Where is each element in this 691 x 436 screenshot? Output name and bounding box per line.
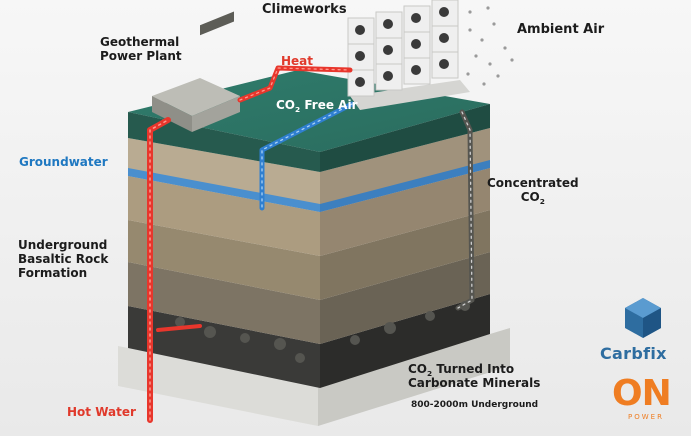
hot-water-label: Hot Water xyxy=(67,405,136,419)
fan-icon xyxy=(411,39,421,49)
mineral-zone-right xyxy=(320,294,490,388)
co2-free-air-sub: 2 xyxy=(295,104,301,114)
fan-icon xyxy=(355,51,365,61)
collector-base xyxy=(350,80,470,110)
co2-turned-post: Turned Into xyxy=(432,362,515,376)
carbonate-rubble xyxy=(175,301,470,363)
fan-icon xyxy=(411,13,421,23)
concentrated-co2-pre: CO xyxy=(520,190,540,205)
concentrated-co2-label: Concentrated CO2 xyxy=(487,176,579,206)
geothermal-label: Geothermal Power Plant xyxy=(100,35,182,63)
rock-line2: Basaltic Rock xyxy=(18,252,109,267)
plant-wall-left xyxy=(152,96,192,132)
basalt-layer-3-left xyxy=(128,262,320,344)
basalt-layer-2-right xyxy=(320,210,490,300)
concentrated-co2-line: CO2 xyxy=(487,190,579,206)
fan-icon xyxy=(355,77,365,87)
basalt-layer-3-right xyxy=(320,252,490,344)
co2-free-air-pipe-dash xyxy=(261,103,353,209)
collector-unit xyxy=(347,69,375,97)
rock-line3: Formation xyxy=(18,266,88,281)
concentrated-co2-pipe-dash xyxy=(457,111,473,309)
co2-free-air-pre: CO xyxy=(276,98,296,112)
carbonate-line: Carbonate Minerals xyxy=(408,376,541,391)
soil-layer-right xyxy=(320,128,490,212)
surface-edge-left xyxy=(128,112,320,172)
heat-label: Heat xyxy=(281,54,314,68)
rock-line1: Underground xyxy=(18,238,108,252)
fan-icon xyxy=(439,59,449,69)
climeworks-collectors xyxy=(347,0,514,110)
fan-icon xyxy=(439,33,449,43)
co2-turned-sub: 2 xyxy=(427,368,433,378)
concentrated-line: Concentrated xyxy=(487,176,579,190)
geothermal-line2: Power Plant xyxy=(100,49,182,64)
geothermal-line1: Geothermal xyxy=(100,35,180,49)
climeworks-label: Climeworks xyxy=(262,2,347,17)
geothermal-plant xyxy=(152,11,240,132)
rock-formation-label: Underground Basaltic Rock Formation xyxy=(18,238,108,280)
plant-vent xyxy=(200,11,234,36)
basalt-layer-2-left xyxy=(128,220,320,300)
surface-edge-right xyxy=(320,104,490,172)
pipes xyxy=(147,65,475,423)
fan-icon xyxy=(411,65,421,75)
ambient-air-particles xyxy=(466,6,514,86)
fan-icon xyxy=(383,45,393,55)
co2-turned-pre: CO xyxy=(408,362,428,376)
carbfix-logo-icon xyxy=(625,298,661,338)
groundwater-band-right xyxy=(320,160,490,212)
on-power-wordmark: ON xyxy=(612,373,672,414)
base-plate-right xyxy=(318,328,510,426)
carbonate-label: CO2 Turned Into Carbonate Minerals xyxy=(408,362,540,390)
plant-wall-right xyxy=(192,96,240,132)
soil-layer-left xyxy=(128,138,320,212)
fan-icon xyxy=(439,7,449,17)
groundwater-band-left xyxy=(128,168,320,212)
reinjection-pipe xyxy=(156,324,202,332)
base-plate-left xyxy=(118,346,318,426)
ambient-air-label: Ambient Air xyxy=(517,22,605,37)
heat-pipe-dash xyxy=(239,67,351,101)
on-power-subtitle: POWER xyxy=(628,413,664,421)
concentrated-co2-sub: 2 xyxy=(539,196,545,206)
depth-label: 800-2000m Underground xyxy=(411,400,539,410)
fan-icon xyxy=(383,71,393,81)
hot-water-pipe-dash xyxy=(149,119,169,421)
fan-icon xyxy=(383,19,393,29)
basalt-layer-1-left xyxy=(128,176,320,256)
collector-unit xyxy=(347,17,375,45)
co2-free-air-post: Free Air xyxy=(300,98,358,112)
groundwater-label: Groundwater xyxy=(19,155,108,169)
co2-free-air-label: CO2 Free Air xyxy=(276,98,358,114)
plant-roof xyxy=(152,78,240,116)
fan-icon xyxy=(355,25,365,35)
basalt-layer-1-right xyxy=(320,168,490,256)
carbfix-wordmark: Carbfix xyxy=(600,344,667,363)
co2-turned-line: CO2 Turned Into xyxy=(408,362,540,378)
